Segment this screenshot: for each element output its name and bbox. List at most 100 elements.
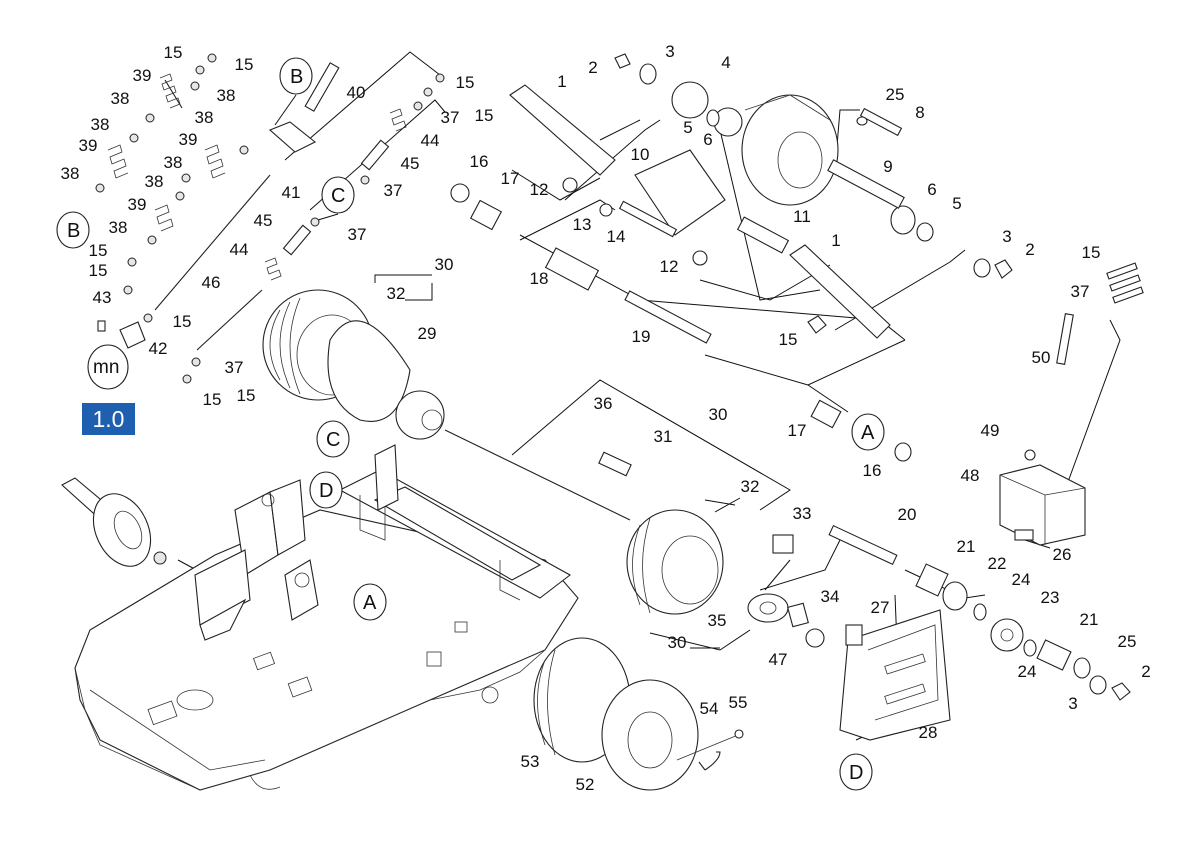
part-number-25: 25 bbox=[886, 85, 905, 104]
part-number-15: 15 bbox=[1082, 243, 1101, 262]
part-number-53: 53 bbox=[521, 752, 540, 771]
right-side-parts bbox=[734, 262, 1144, 741]
ref-letter: C bbox=[331, 185, 345, 207]
ref-letter: D bbox=[849, 762, 863, 784]
part-number-5: 5 bbox=[952, 194, 961, 213]
part-number-25: 25 bbox=[1118, 632, 1137, 651]
part-number-15: 15 bbox=[235, 55, 254, 74]
part-number-38: 38 bbox=[195, 108, 214, 127]
wheels-and-axle bbox=[262, 289, 825, 791]
part-number-38: 38 bbox=[61, 164, 80, 183]
ref-marker-b-upper bbox=[279, 57, 313, 95]
part-number-41: 41 bbox=[282, 183, 301, 202]
part-number-12: 12 bbox=[660, 257, 679, 276]
chassis-deck bbox=[74, 444, 579, 791]
part-number-15: 15 bbox=[89, 241, 108, 260]
part-number-15: 15 bbox=[779, 330, 798, 349]
part-number-15: 15 bbox=[237, 386, 256, 405]
part-number-9: 9 bbox=[883, 157, 892, 176]
part-number-21: 21 bbox=[1080, 610, 1099, 629]
ref-marker-c-upper bbox=[321, 176, 355, 214]
version-badge: 1.0 bbox=[82, 403, 135, 435]
part-number-15: 15 bbox=[475, 106, 494, 125]
part-number-labels: 1122233345566891011121213141515151515151… bbox=[61, 42, 1151, 794]
part-number-30: 30 bbox=[709, 405, 728, 424]
ref-marker-a-deck bbox=[353, 583, 387, 621]
part-number-39: 39 bbox=[128, 195, 147, 214]
part-number-11: 11 bbox=[793, 207, 811, 226]
part-number-55: 55 bbox=[729, 693, 748, 712]
part-number-46: 46 bbox=[202, 273, 221, 292]
part-number-24: 24 bbox=[1018, 662, 1037, 681]
part-number-44: 44 bbox=[421, 131, 440, 150]
part-number-39: 39 bbox=[179, 130, 198, 149]
part-number-17: 17 bbox=[501, 169, 520, 188]
mn-marker-label: mn bbox=[93, 357, 119, 378]
part-number-50: 50 bbox=[1032, 348, 1051, 367]
part-number-32: 32 bbox=[387, 284, 406, 303]
part-number-1: 1 bbox=[831, 231, 840, 250]
ref-marker-d-lower bbox=[839, 753, 873, 791]
part-number-26: 26 bbox=[1053, 545, 1072, 564]
ref-letter: C bbox=[326, 429, 340, 451]
part-number-36: 36 bbox=[594, 394, 613, 413]
part-number-28: 28 bbox=[919, 723, 938, 742]
ref-letter: A bbox=[363, 592, 377, 614]
ref-letter: B bbox=[67, 220, 80, 242]
part-number-37: 37 bbox=[441, 108, 460, 127]
part-number-18: 18 bbox=[530, 269, 549, 288]
part-number-6: 6 bbox=[927, 180, 936, 199]
part-number-13: 13 bbox=[573, 215, 592, 234]
part-number-15: 15 bbox=[203, 390, 222, 409]
part-number-24: 24 bbox=[1012, 570, 1031, 589]
part-number-31: 31 bbox=[654, 427, 673, 446]
part-number-48: 48 bbox=[961, 466, 980, 485]
part-number-2: 2 bbox=[1025, 240, 1034, 259]
part-number-15: 15 bbox=[456, 73, 475, 92]
part-number-39: 39 bbox=[133, 66, 152, 85]
part-number-32: 32 bbox=[741, 477, 760, 496]
part-number-10: 10 bbox=[631, 145, 650, 164]
part-number-42: 42 bbox=[149, 339, 168, 358]
part-number-17: 17 bbox=[788, 421, 807, 440]
part-number-15: 15 bbox=[173, 312, 192, 331]
ref-marker-c-lower bbox=[316, 420, 350, 458]
part-number-45: 45 bbox=[254, 211, 273, 230]
part-number-19: 19 bbox=[632, 327, 651, 346]
part-number-37: 37 bbox=[225, 358, 244, 377]
part-number-27: 27 bbox=[871, 598, 890, 617]
part-number-3: 3 bbox=[1002, 227, 1011, 246]
part-number-38: 38 bbox=[111, 89, 130, 108]
part-number-45: 45 bbox=[401, 154, 420, 173]
part-number-4: 4 bbox=[721, 53, 730, 72]
part-number-14: 14 bbox=[607, 227, 626, 246]
part-number-3: 3 bbox=[665, 42, 674, 61]
part-number-29: 29 bbox=[418, 324, 437, 343]
ref-marker-a-right bbox=[851, 413, 885, 451]
part-number-16: 16 bbox=[470, 152, 489, 171]
ref-letter: D bbox=[319, 480, 333, 502]
part-number-38: 38 bbox=[91, 115, 110, 134]
part-number-34: 34 bbox=[821, 587, 840, 606]
part-number-38: 38 bbox=[217, 86, 236, 105]
part-number-38: 38 bbox=[145, 172, 164, 191]
part-number-23: 23 bbox=[1041, 588, 1060, 607]
part-number-30: 30 bbox=[435, 255, 454, 274]
part-number-6: 6 bbox=[703, 130, 712, 149]
part-number-40: 40 bbox=[347, 83, 366, 102]
ref-letter: A bbox=[861, 422, 875, 444]
part-number-52: 52 bbox=[576, 775, 595, 794]
part-number-43: 43 bbox=[93, 288, 112, 307]
part-number-5: 5 bbox=[683, 118, 692, 137]
part-number-15: 15 bbox=[164, 43, 183, 62]
part-number-39: 39 bbox=[79, 136, 98, 155]
ref-marker-b-left bbox=[56, 211, 90, 249]
part-number-15: 15 bbox=[89, 261, 108, 280]
ref-marker-d-upper bbox=[309, 471, 343, 509]
ref-letter: B bbox=[290, 66, 303, 88]
part-number-47: 47 bbox=[769, 650, 788, 669]
part-number-49: 49 bbox=[981, 421, 1000, 440]
springs-and-rods bbox=[95, 53, 445, 384]
part-number-37: 37 bbox=[1071, 282, 1090, 301]
